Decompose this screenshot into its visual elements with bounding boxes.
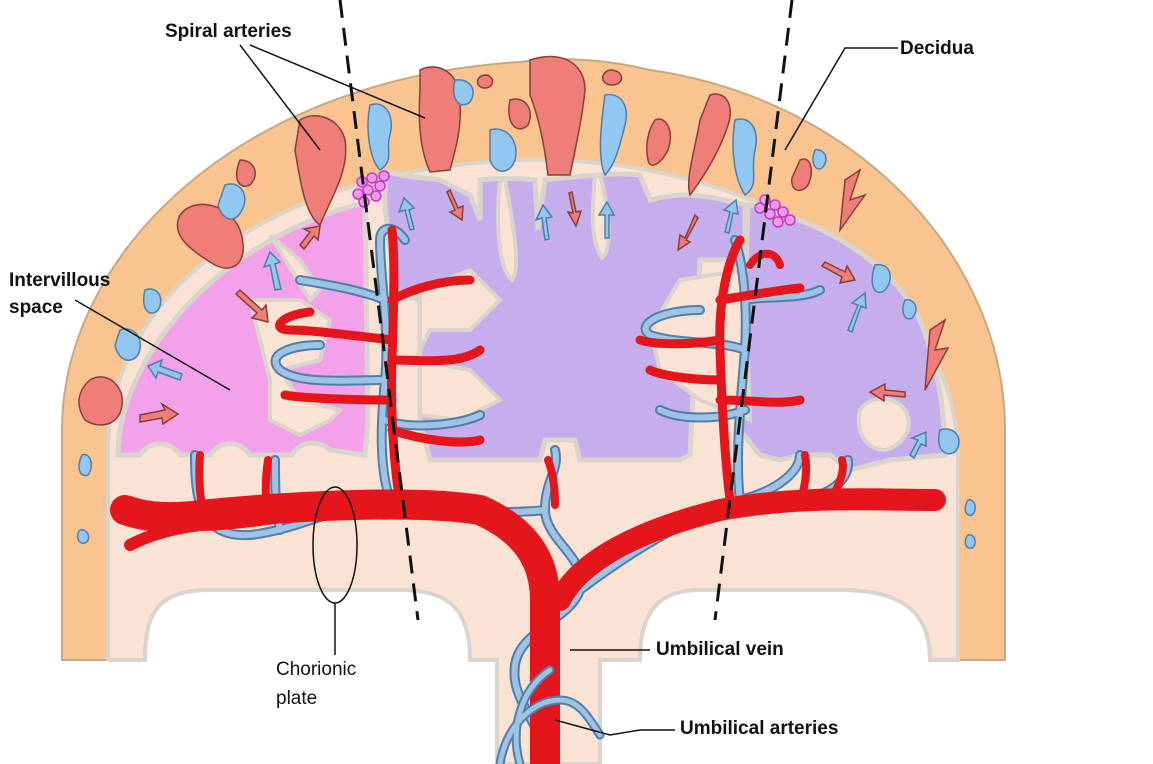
- label-umbilical-arteries: Umbilical arteries: [680, 716, 838, 742]
- label-intervillous-line1: Intervillous: [9, 268, 110, 294]
- label-spiral-arteries: Spiral arteries: [165, 19, 292, 45]
- label-intervillous-line2: space: [9, 295, 63, 321]
- label-umbilical-vein: Umbilical vein: [656, 637, 784, 663]
- label-decidua: Decidua: [900, 36, 974, 62]
- label-chorionic-line2: plate: [276, 686, 317, 712]
- label-chorionic-line1: Chorionic: [276, 657, 356, 683]
